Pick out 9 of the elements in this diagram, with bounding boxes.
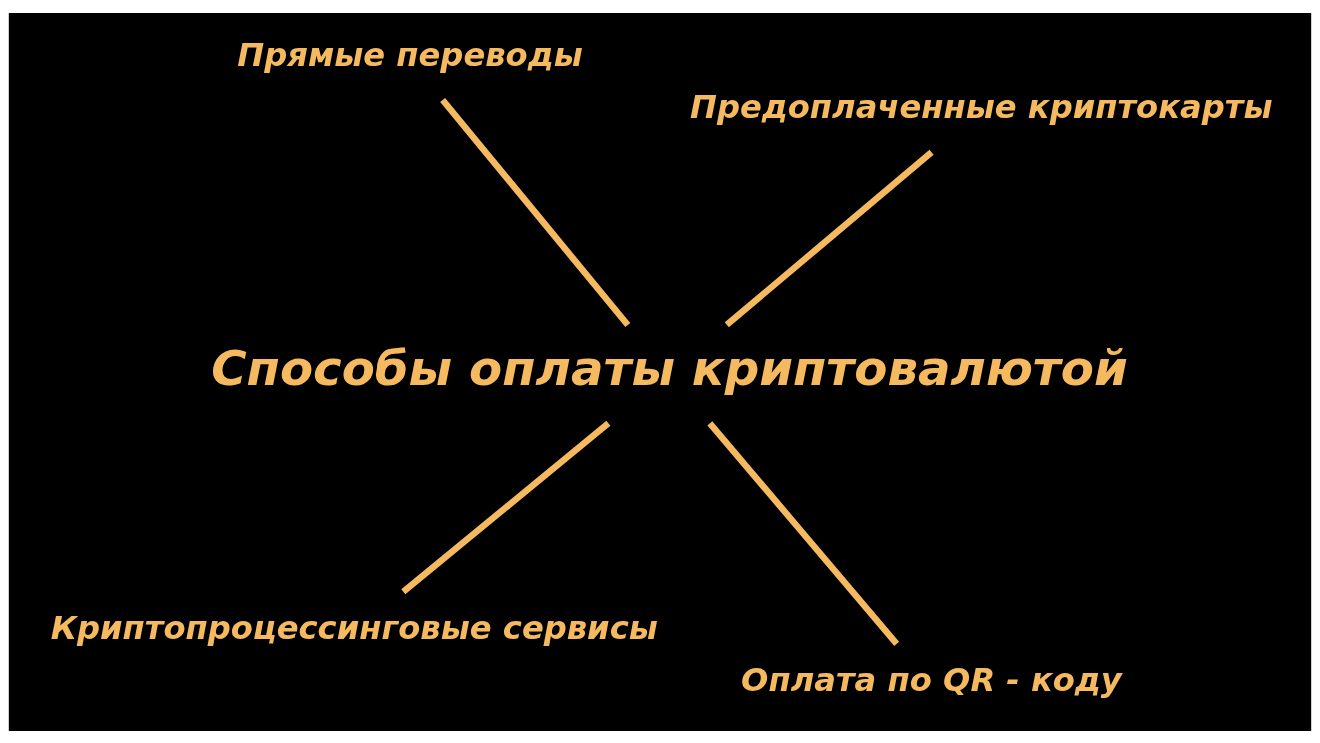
node-text: Предоплаченные криптокарты: [689, 87, 1273, 126]
node-text: Способы оплаты криптовалютой: [211, 339, 1128, 396]
connector: [440, 97, 631, 327]
connector: [401, 420, 611, 594]
node-text: Прямые переводы: [237, 35, 583, 74]
node-text: Оплата по QR - коду: [741, 660, 1122, 699]
connector: [724, 149, 934, 327]
node-text: Криптопроцессинговые сервисы: [50, 608, 658, 647]
connector: [707, 420, 900, 646]
